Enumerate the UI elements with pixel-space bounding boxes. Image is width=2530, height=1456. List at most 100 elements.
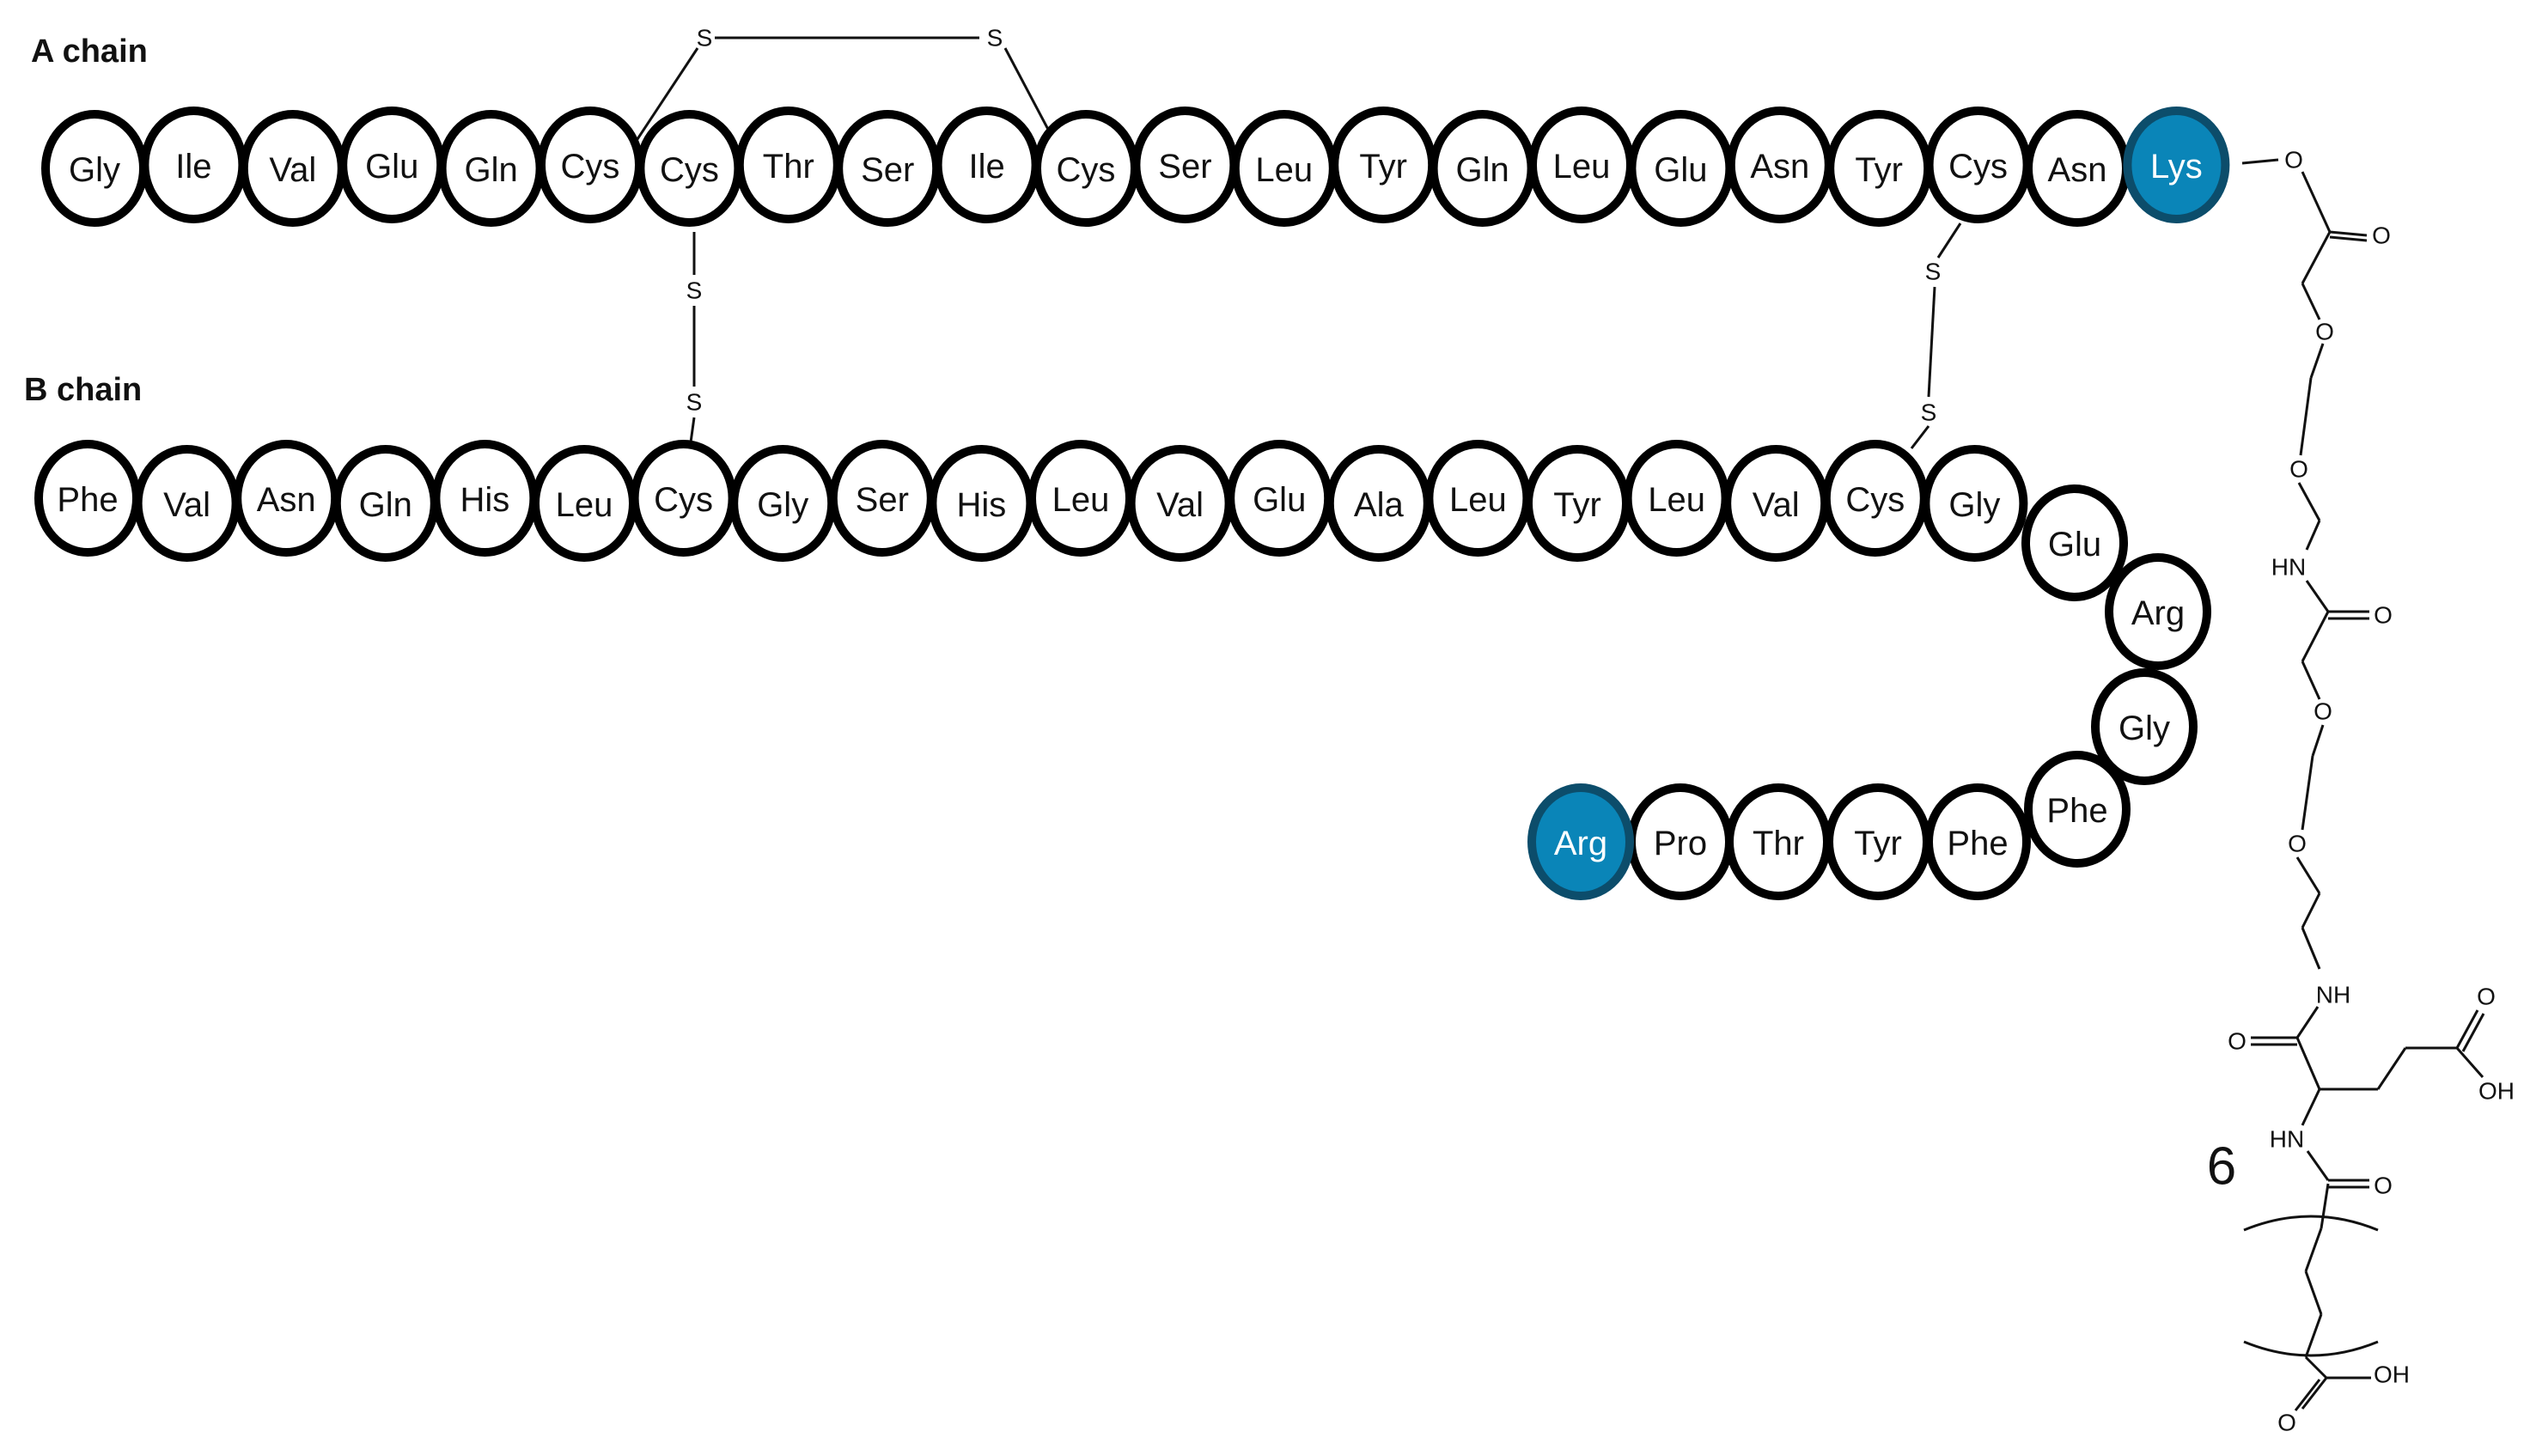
- chain-a-residue-9: Ser: [834, 110, 942, 227]
- residue-label: Glu: [1253, 481, 1306, 519]
- residue-label: Arg: [1554, 825, 1607, 862]
- chain-b-residue-5: His: [431, 440, 539, 557]
- residue-label: Cys: [1845, 481, 1905, 519]
- chain-a-residue-17: Glu: [1627, 110, 1734, 227]
- chain-b-residue-25: Phe: [1924, 783, 2031, 900]
- chain-b-residue-28: Pro: [1627, 783, 1734, 900]
- chain-a-residue-13: Leu: [1230, 110, 1338, 227]
- residue-circle: [1921, 445, 2028, 562]
- residue-label: His: [460, 481, 510, 519]
- residue-label: Asn: [257, 481, 316, 519]
- residue-label: Leu: [556, 486, 613, 524]
- residue-label: Gly: [2118, 710, 2170, 747]
- residue-label: Pro: [1654, 825, 1707, 862]
- residue-label: Phe: [1947, 825, 2008, 862]
- residue-label: Val: [163, 486, 210, 524]
- chain-a-residue-14: Tyr: [1330, 107, 1437, 223]
- carbonyl-oxygen: O: [2374, 1173, 2393, 1199]
- residue-label: Gln: [359, 486, 412, 524]
- residue-label: Asn: [2048, 151, 2107, 189]
- repeat-count: 6: [2207, 1137, 2236, 1197]
- carbonyl-oxygen: O: [2374, 602, 2393, 629]
- chain-b-residue-15: Leu: [1424, 440, 1532, 557]
- residue-label: Ile: [968, 148, 1004, 186]
- residue-label: Cys: [654, 481, 713, 519]
- chain-b-residue-20: Gly: [1921, 445, 2028, 562]
- chain-a-label: A chain: [31, 34, 148, 70]
- ether-oxygen: O: [2289, 456, 2308, 483]
- residue-label: Ser: [1158, 148, 1211, 186]
- chain-b-residue-21: Glu: [2021, 484, 2128, 601]
- sulfur-atom: S: [686, 389, 703, 416]
- chain-a-residue-2: Ile: [140, 107, 247, 223]
- residue-label: Val: [1156, 486, 1204, 524]
- residue-label: Leu: [1449, 481, 1507, 519]
- carbonyl-oxygen: O: [2372, 222, 2391, 249]
- chain-a-residue-5: Gln: [437, 110, 545, 227]
- chain-a-residue-21: Asn: [2024, 110, 2131, 227]
- amide-nh: HN: [2270, 1126, 2304, 1153]
- residue-label: Val: [269, 151, 316, 189]
- chain-a-residue-18: Asn: [1726, 107, 1833, 223]
- residue-circle: [2021, 484, 2128, 601]
- chain-b-residue-12: Val: [1126, 445, 1234, 562]
- chain-b-residue-16: Tyr: [1524, 445, 1631, 562]
- amide-nh: HN: [2271, 554, 2306, 581]
- chain-b-residue-4: Gln: [332, 445, 439, 562]
- residue-circle: [2024, 751, 2131, 868]
- terminal-oxygen: O: [2277, 1410, 2296, 1436]
- residue-label: Glu: [365, 148, 418, 186]
- residue-label: Cys: [1948, 148, 2008, 186]
- chain-b-residue-10: His: [928, 445, 1035, 562]
- residue-label: Cys: [561, 148, 620, 186]
- chain-b-residue-27: Thr: [1725, 783, 1832, 900]
- residue-label: Leu: [1255, 151, 1313, 189]
- residue-circle: [1527, 783, 1634, 900]
- residue-label: Ser: [861, 151, 914, 189]
- chain-a-residue-1: Gly: [41, 110, 148, 227]
- chain-b-residue-24: Phe: [2024, 751, 2131, 868]
- residue-label: Gly: [1948, 486, 2000, 524]
- chain-b-residue-23: Gly: [2091, 668, 2198, 785]
- residue-label: Ala: [1354, 486, 1405, 524]
- chain-a-residue-15: Gln: [1429, 110, 1536, 227]
- chain-b-residue-2: Val: [133, 445, 241, 562]
- chain-b-residue-18: Val: [1722, 445, 1830, 562]
- residue-label: Glu: [1654, 151, 1707, 189]
- sulfur-atom: S: [1925, 259, 1942, 285]
- carbonyl-oxygen: O: [2228, 1028, 2247, 1055]
- chain-a-residue-7: Cys: [636, 110, 743, 227]
- amide-nh: NH: [2316, 982, 2350, 1008]
- residue-label: Phe: [57, 481, 118, 519]
- residue-label: Thr: [1753, 825, 1804, 862]
- residue-label: Tyr: [1553, 486, 1601, 524]
- residue-label: Leu: [1052, 481, 1110, 519]
- residue-label: Gln: [464, 151, 517, 189]
- sulfur-atom: S: [697, 25, 713, 52]
- acid-oxygen: O: [2477, 984, 2496, 1010]
- residue-label: Thr: [763, 148, 814, 186]
- chain-a-residue-11: Cys: [1033, 110, 1139, 227]
- chain-b-residue-3: Asn: [233, 440, 340, 557]
- acid-hydroxyl: OH: [2478, 1078, 2515, 1105]
- residue-label: Tyr: [1359, 148, 1407, 186]
- residue-circle: [2123, 107, 2230, 223]
- chain-a-residue-22: Lys: [2123, 107, 2230, 223]
- chain-b-residue-19: Cys: [1821, 440, 1929, 557]
- chain-b-residue-17: Leu: [1623, 440, 1730, 557]
- chain-b-residue-8: Gly: [729, 445, 837, 562]
- ether-oxygen: O: [2288, 831, 2307, 857]
- residue-label: Tyr: [1854, 825, 1902, 862]
- chain-b-residue-29: Arg: [1527, 783, 1634, 900]
- residue-label: Cys: [660, 151, 719, 189]
- residue-label: Gly: [69, 151, 120, 189]
- sulfur-atom: S: [1921, 399, 1937, 426]
- sulfur-atom: S: [987, 25, 1003, 52]
- residue-label: Cys: [1057, 151, 1116, 189]
- chain-b-residue-9: Ser: [828, 440, 936, 557]
- terminal-hydroxyl: OH: [2374, 1362, 2410, 1388]
- chain-a-residue-8: Thr: [735, 107, 842, 223]
- residue-label: Tyr: [1855, 151, 1903, 189]
- residue-circle: [2105, 553, 2211, 670]
